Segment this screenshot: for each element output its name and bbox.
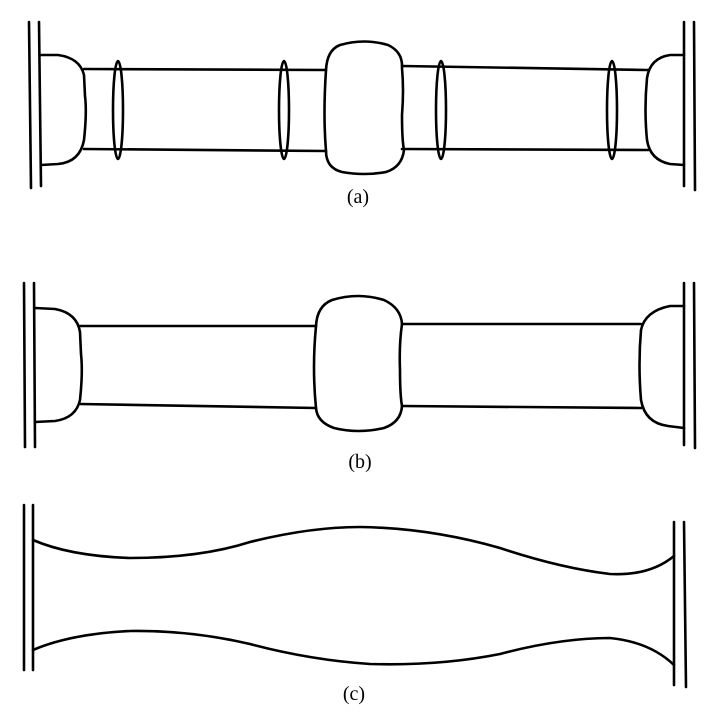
caption-a: (a) bbox=[346, 186, 370, 208]
caption-c: (c) bbox=[342, 683, 366, 705]
panel-b-left-end-cap bbox=[33, 306, 84, 424]
panel-b-right-wall-outer bbox=[692, 281, 697, 450]
panel-b-left-wall-inner bbox=[32, 281, 37, 449]
panel-b-left-wall-outer bbox=[22, 281, 27, 449]
panel-a-ring-3 bbox=[434, 59, 448, 161]
panel-a-ring-1 bbox=[111, 59, 125, 161]
panel-c-upper-surface bbox=[31, 525, 676, 576]
caption-b: (b) bbox=[348, 451, 372, 473]
panel-c bbox=[22, 503, 688, 689]
panel-a-central-bulge bbox=[323, 40, 406, 176]
panel-b-central-bulge bbox=[312, 294, 404, 433]
panel-a-left-end-cap bbox=[39, 53, 88, 167]
panel-b-column-bottom-right bbox=[400, 404, 643, 410]
panel-b-column-bottom-left bbox=[78, 402, 318, 410]
panel-b bbox=[22, 281, 697, 450]
panel-a-ring-4 bbox=[605, 59, 619, 161]
panel-a-left-wall-inner bbox=[37, 20, 43, 188]
panel-a-right-end-cap bbox=[644, 53, 686, 167]
panel-a-ring-2 bbox=[277, 59, 291, 161]
panel-a bbox=[27, 20, 697, 192]
panel-c-right-wall-outer bbox=[682, 520, 688, 689]
panel-a-left-wall-outer bbox=[27, 20, 33, 190]
panel-c-lower-surface bbox=[31, 629, 676, 667]
panel-a-right-wall-outer bbox=[692, 20, 697, 192]
panel-b-right-end-cap bbox=[638, 304, 686, 430]
